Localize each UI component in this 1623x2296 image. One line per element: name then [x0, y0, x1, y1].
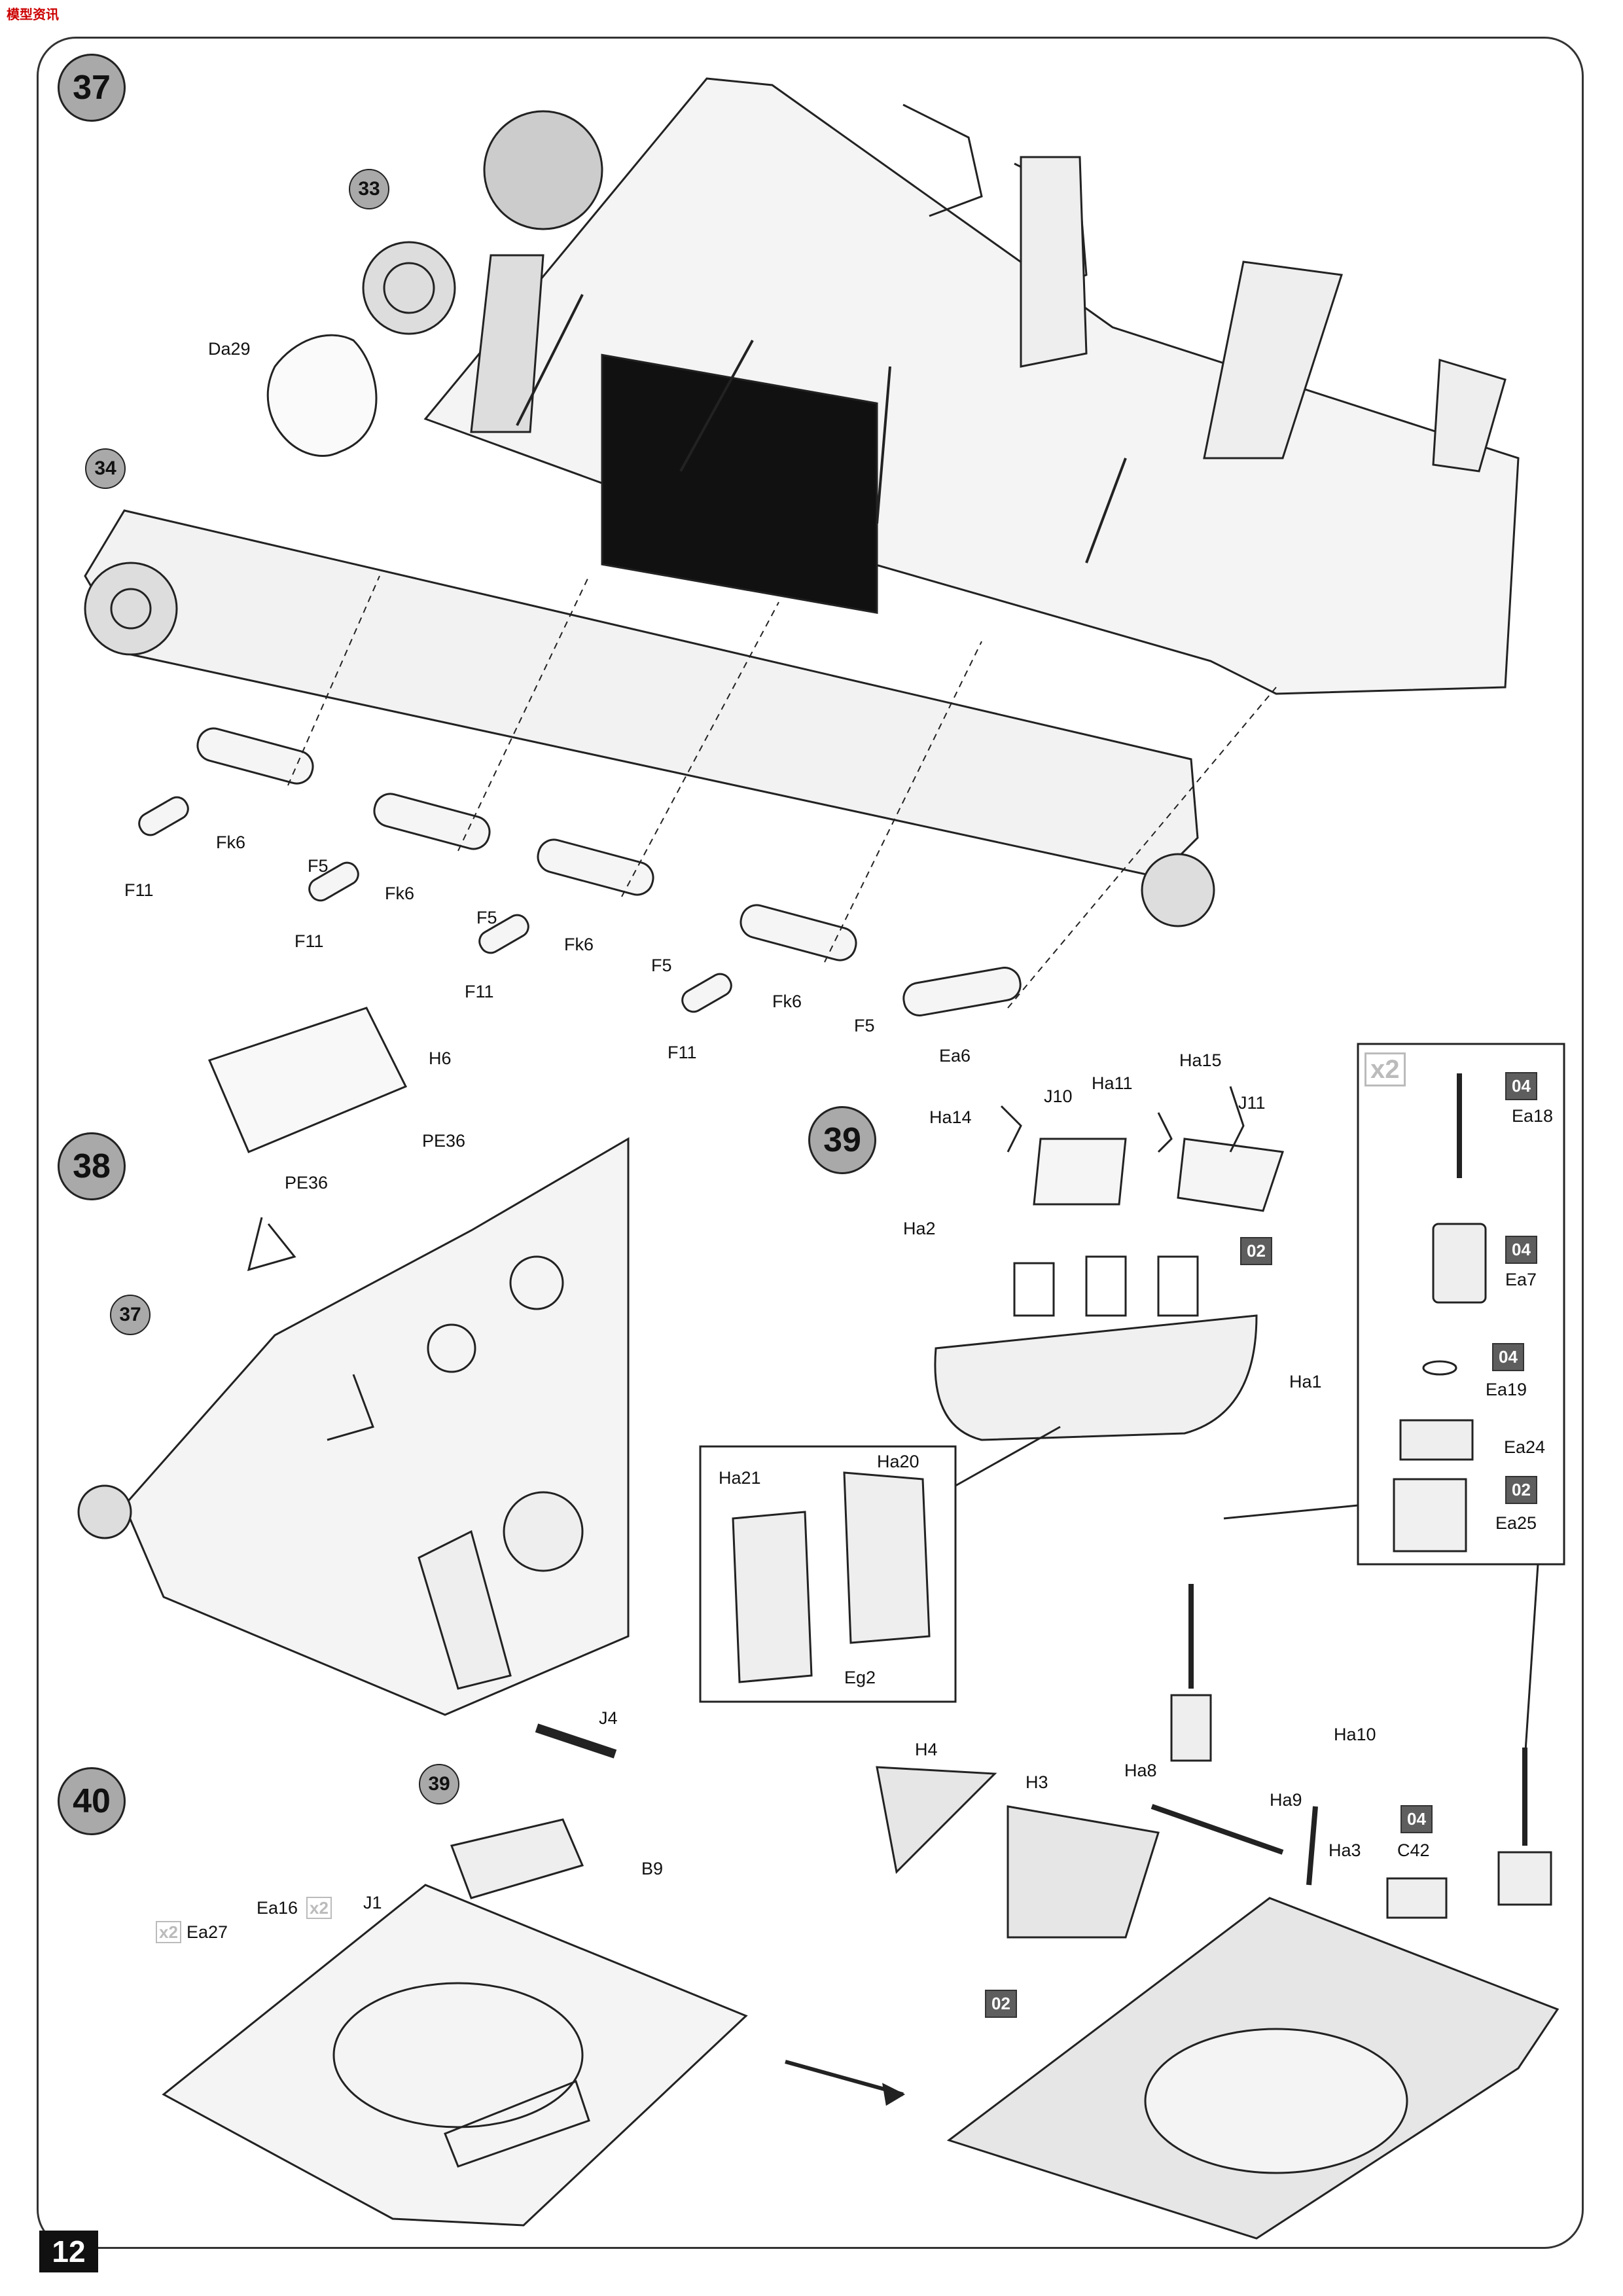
label-fk6-4: Fk6	[772, 992, 802, 1011]
step40-floor-plate-right	[876, 1584, 1560, 2240]
label-f11-4: F11	[668, 1043, 697, 1062]
page-number: 12	[39, 2231, 98, 2272]
label-f11-1: F11	[124, 880, 154, 900]
label-ha8: Ha8	[1124, 1761, 1157, 1780]
label-ha20: Ha20	[877, 1452, 919, 1471]
label-b9: B9	[641, 1859, 664, 1878]
label-ea6: Ea6	[939, 1046, 971, 1066]
label-ea19: Ea19	[1486, 1380, 1527, 1399]
label-pe36-b: PE36	[285, 1173, 329, 1193]
ref-step-33: 33	[349, 169, 389, 209]
label-ha3: Ha3	[1329, 1840, 1361, 1860]
label-da29: Da29	[208, 339, 251, 359]
step37-springs	[516, 294, 1127, 564]
label-ha10: Ha10	[1334, 1725, 1376, 1744]
label-ha1: Ha1	[1289, 1372, 1322, 1391]
label-f11-2: F11	[294, 931, 324, 951]
label-eg2: Eg2	[844, 1668, 876, 1687]
ref-step-37: 37	[110, 1295, 151, 1335]
multiplier-x2-detail: x2	[1364, 1052, 1406, 1086]
label-j4: J4	[599, 1708, 618, 1728]
label-f5-3: F5	[651, 956, 672, 975]
label-c42: C42	[1397, 1840, 1430, 1860]
label-f5-2: F5	[476, 908, 497, 927]
badge-02-floor: 02	[985, 1990, 1017, 2018]
badge-04-ea18: 04	[1505, 1072, 1537, 1100]
step-number-40: 40	[58, 1767, 126, 1835]
badge-04-c42: 04	[1400, 1805, 1433, 1833]
label-ha21: Ha21	[719, 1468, 761, 1488]
badge-04-ea7: 04	[1505, 1236, 1537, 1264]
label-ea25: Ea25	[1495, 1513, 1537, 1533]
label-f5-1: F5	[308, 856, 329, 876]
label-fk6-2: Fk6	[385, 884, 415, 903]
label-ha2: Ha2	[903, 1219, 936, 1238]
label-ha9: Ha9	[1270, 1790, 1302, 1810]
step40-floor-plate-left	[162, 1723, 906, 2227]
step39-seat	[934, 1086, 1284, 1441]
step37-hull-floor	[423, 77, 1520, 695]
label-ea24: Ea24	[1504, 1437, 1546, 1457]
label-fk6-1: Fk6	[216, 833, 246, 852]
step37-side-rail	[84, 509, 1215, 927]
step37-transmission	[362, 110, 603, 335]
label-ha14: Ha14	[929, 1107, 972, 1127]
step-number-37: 37	[58, 54, 126, 122]
ref-step-34: 34	[85, 448, 126, 489]
step37-guide-lines	[287, 575, 1277, 1009]
step39-inset-box	[699, 1426, 1061, 1703]
label-pe36-a: PE36	[422, 1131, 466, 1151]
label-f5-4: F5	[854, 1016, 875, 1035]
label-j11: J11	[1238, 1093, 1266, 1113]
step-number-38: 38	[58, 1132, 126, 1200]
label-ea27: Ea27	[187, 1922, 228, 1942]
badge-04-ea19: 04	[1492, 1343, 1524, 1371]
step37-da29-bell	[266, 334, 378, 457]
label-ea18: Ea18	[1512, 1106, 1554, 1126]
label-ea16: Ea16	[257, 1898, 298, 1918]
badge-02-ea25: 02	[1505, 1476, 1537, 1504]
label-f11-3: F11	[465, 982, 494, 1001]
label-fk6-3: Fk6	[564, 935, 594, 954]
publisher-logo: 模型资讯	[7, 8, 59, 22]
ref-step-39: 39	[419, 1764, 459, 1804]
multiplier-x2-ea27: x2	[156, 1921, 181, 1943]
label-j10: J10	[1044, 1086, 1073, 1106]
label-ha15: Ha15	[1179, 1050, 1222, 1070]
label-h4: H4	[915, 1740, 938, 1759]
label-ha11: Ha11	[1092, 1073, 1133, 1093]
page-frame	[37, 37, 1584, 2249]
multiplier-x2-ea16: x2	[306, 1897, 332, 1919]
badge-02-seat: 02	[1240, 1237, 1272, 1265]
label-j1: J1	[363, 1893, 382, 1912]
step38-hull-interior	[77, 1007, 630, 1716]
step-number-39: 39	[808, 1106, 876, 1174]
step37-suspension-arms	[138, 727, 1022, 1016]
label-h6: H6	[429, 1049, 452, 1068]
label-ea7: Ea7	[1505, 1270, 1537, 1289]
label-h3: H3	[1026, 1772, 1048, 1792]
